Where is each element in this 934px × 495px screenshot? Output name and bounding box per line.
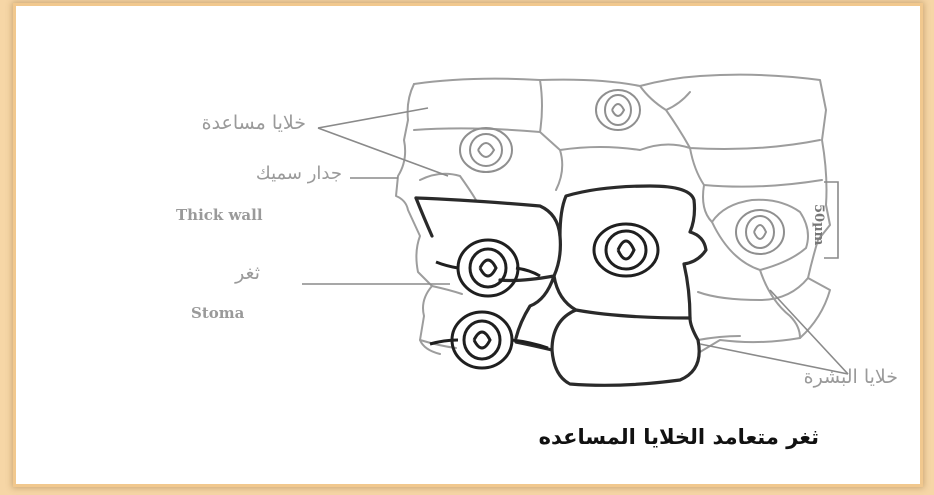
leader-epidermis-1	[770, 290, 848, 374]
figure-caption: ثغر متعامد الخلايا المساعده	[539, 425, 819, 449]
epidermis-outline	[414, 75, 830, 352]
thick-cell-4	[552, 310, 699, 385]
label-thick-wall-ar: جدار سميك	[256, 163, 342, 184]
label-epidermal-cells: خلايا البشرة	[804, 366, 898, 388]
label-scale: 50µm	[811, 204, 826, 245]
stoma-thick-3	[452, 312, 512, 368]
leader-subsidiary-1	[318, 108, 428, 128]
stoma-thick-1	[594, 224, 658, 276]
stoma-thick-2	[458, 240, 518, 296]
label-stoma-en: Stoma	[191, 304, 244, 322]
label-thick-wall-en: Thick wall	[176, 206, 263, 224]
label-subsidiary-cells: خلايا مساعدة	[202, 112, 306, 134]
label-stoma-ar: ثغر	[235, 262, 260, 284]
